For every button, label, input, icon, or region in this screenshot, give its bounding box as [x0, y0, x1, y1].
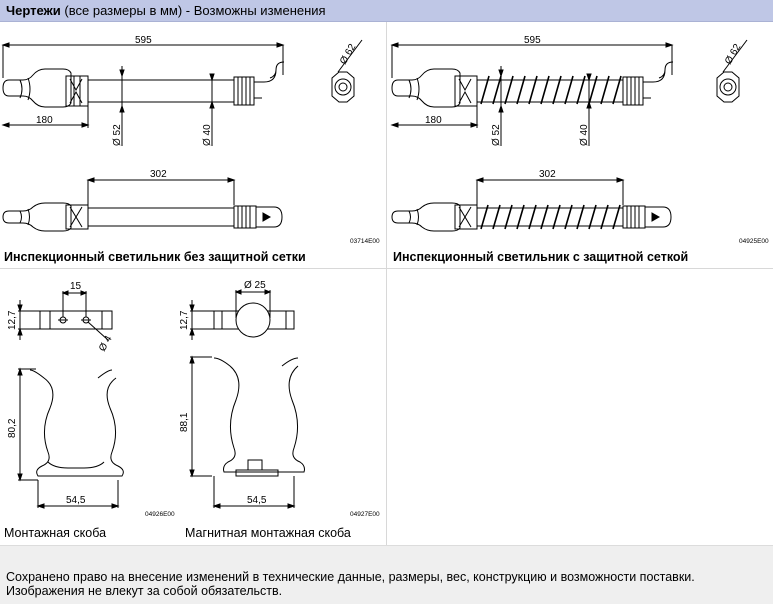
- lamp2-code: 04925E00: [739, 238, 769, 245]
- bracket-code: 04926E00: [145, 511, 175, 518]
- lamp-with-grid-caption: Инспекционный светильник с защитной сетк…: [393, 250, 689, 264]
- header-subtitle: (все размеры в мм) - Возможны изменения: [64, 3, 326, 18]
- footer-disclaimer: Сохранено право на внесение изменений в …: [0, 545, 773, 604]
- bracket-drawing: 15 12,7 Ø 4 80,2 54,5 04926E00: [7, 281, 175, 518]
- lamp2-dim-180: 180: [425, 115, 442, 126]
- magnet-dim-height: 88,1: [179, 412, 190, 432]
- bracket-dim-15: 15: [70, 281, 82, 292]
- magnet-dim-d25: Ø 25: [244, 280, 266, 291]
- lamp2-dim-d52: Ø 52: [491, 124, 502, 146]
- lamp1-dim-595: 595: [135, 35, 152, 46]
- lamp1-dim-302: 302: [150, 169, 167, 180]
- bracket-dim-height: 80,2: [7, 418, 18, 438]
- divider-vertical: [386, 22, 387, 545]
- lamp2-dim-d40: Ø 40: [579, 124, 590, 146]
- lamp1-dim-d52: Ø 52: [112, 124, 123, 146]
- magnet-dim-width: 54,5: [247, 495, 267, 506]
- magnet-code: 04927E00: [350, 511, 380, 518]
- lamp-with-grid-drawing: 595 180 Ø 52 Ø 40 Ø 62 302 04925E00: [390, 35, 769, 245]
- header-title: Чертежи: [6, 3, 61, 18]
- magnetic-bracket-caption: Магнитная монтажная скоба: [185, 526, 351, 540]
- footer-line-2: Изображения не влекут за собой обязатель…: [6, 584, 283, 598]
- lamp1-dim-d40: Ø 40: [202, 124, 213, 146]
- lamp2-dim-595: 595: [524, 35, 541, 46]
- magnet-dim-thickness: 12,7: [179, 310, 190, 330]
- lamp2-dim-d62: Ø 62: [723, 42, 744, 67]
- bracket-dim-thickness: 12,7: [7, 310, 18, 330]
- header-bar: Чертежи (все размеры в мм) - Возможны из…: [0, 0, 773, 22]
- lamp-without-grid-caption: Инспекционный светильник без защитной се…: [4, 250, 306, 264]
- lamp-without-grid-drawing: 595 180 Ø 52 Ø 40 Ø 62 302 03714E00: [1, 35, 380, 245]
- lamp2-dim-302: 302: [539, 169, 556, 180]
- magnetic-bracket-drawing: Ø 25 12,7 88,1 54,5 04927E00: [179, 280, 380, 518]
- lamp1-dim-180: 180: [36, 115, 53, 126]
- lamp1-code: 03714E00: [350, 238, 380, 245]
- bracket-caption: Монтажная скоба: [4, 526, 107, 540]
- divider-horizontal: [0, 268, 773, 269]
- footer-line-1: Сохранено право на внесение изменений в …: [6, 570, 695, 584]
- bracket-dim-width: 54,5: [66, 495, 86, 506]
